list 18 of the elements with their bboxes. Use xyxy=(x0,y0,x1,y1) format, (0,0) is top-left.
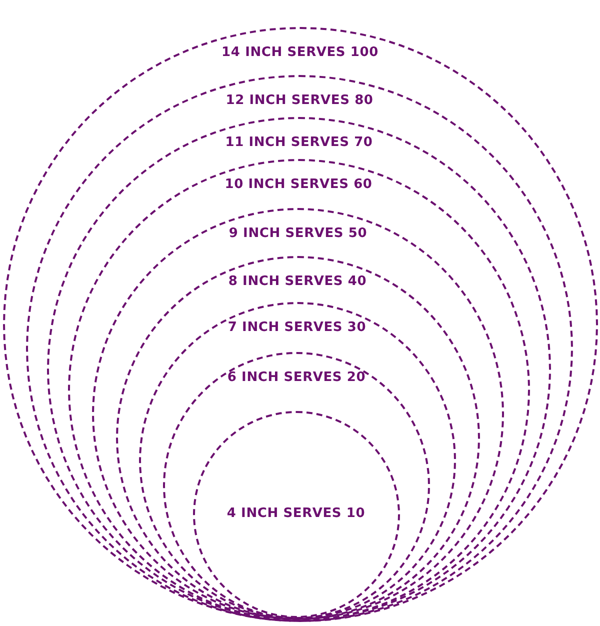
dashed-circle xyxy=(116,256,480,620)
dashed-circle xyxy=(138,302,456,619)
dashed-circle xyxy=(68,158,530,620)
size-label: 10 INCH SERVES 60 xyxy=(224,176,374,192)
size-label: 12 INCH SERVES 80 xyxy=(224,92,374,108)
size-label: 11 INCH SERVES 70 xyxy=(224,135,374,151)
size-label: 7 INCH SERVES 30 xyxy=(226,320,368,336)
size-label: 4 INCH SERVES 10 xyxy=(226,506,366,522)
size-label: 8 INCH SERVES 40 xyxy=(227,274,368,290)
dashed-circle xyxy=(192,411,400,618)
size-label: 6 INCH SERVES 20 xyxy=(226,370,367,386)
dashed-circle xyxy=(92,208,504,620)
size-label: 14 INCH SERVES 100 xyxy=(220,45,380,61)
dashed-circle xyxy=(26,74,573,622)
size-label: 9 INCH SERVES 50 xyxy=(228,226,368,242)
dashed-circle xyxy=(47,117,551,621)
dashed-circle xyxy=(2,27,598,622)
dashed-circle xyxy=(163,352,430,618)
